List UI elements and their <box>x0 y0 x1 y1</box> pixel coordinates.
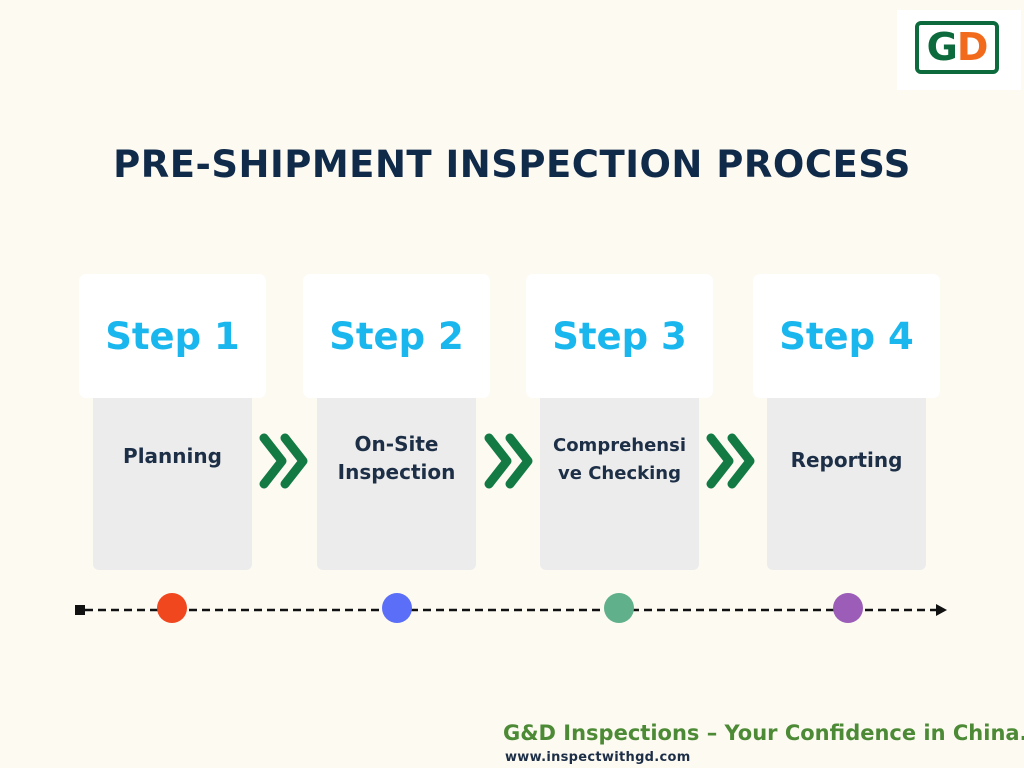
logo-letter-g: G <box>926 25 958 69</box>
step-heading: Step 1 <box>79 274 266 398</box>
timeline <box>75 593 947 623</box>
timeline-arrowhead <box>936 604 947 616</box>
timeline-dot-1 <box>157 593 187 623</box>
step-label-line: ve Checking <box>558 463 681 484</box>
logo-letter-d: D <box>956 25 989 69</box>
double-chevron-right-icon <box>484 433 533 489</box>
step-label-line: Planning <box>123 444 222 468</box>
double-chevron-right-icon <box>259 433 308 489</box>
timeline-dot-3 <box>604 593 634 623</box>
timeline-dot-2 <box>382 593 412 623</box>
step-label-line: Reporting <box>790 448 903 472</box>
step-label-line: On-Site <box>354 432 439 456</box>
step-card-1: Step 1 Planning <box>79 274 266 574</box>
step-label-line: Comprehensi <box>552 435 687 456</box>
double-chevron-right-icon <box>706 433 755 489</box>
logo-panel: GD <box>897 10 1021 90</box>
step-heading: Step 4 <box>753 274 940 398</box>
step-body: Reporting <box>767 398 926 570</box>
footer-tagline: G&D Inspections – Your Confidence in Chi… <box>503 721 1024 745</box>
step-body: Comprehensi ve Checking <box>540 398 699 570</box>
timeline-start-marker <box>75 605 85 615</box>
step-heading: Step 3 <box>526 274 713 398</box>
step-label-line: Inspection <box>337 460 456 484</box>
step-body: On-Site Inspection <box>317 398 476 570</box>
gd-logo: GD <box>915 21 999 74</box>
page-title: PRE-SHIPMENT INSPECTION PROCESS <box>113 143 911 186</box>
step-heading: Step 2 <box>303 274 490 398</box>
timeline-dot-4 <box>833 593 863 623</box>
step-card-2: Step 2 On-Site Inspection <box>303 274 490 574</box>
step-body: Planning <box>93 398 252 570</box>
step-card-4: Step 4 Reporting <box>753 274 940 574</box>
step-card-3: Step 3 Comprehensi ve Checking <box>526 274 713 574</box>
footer-url: www.inspectwithgd.com <box>505 750 691 765</box>
